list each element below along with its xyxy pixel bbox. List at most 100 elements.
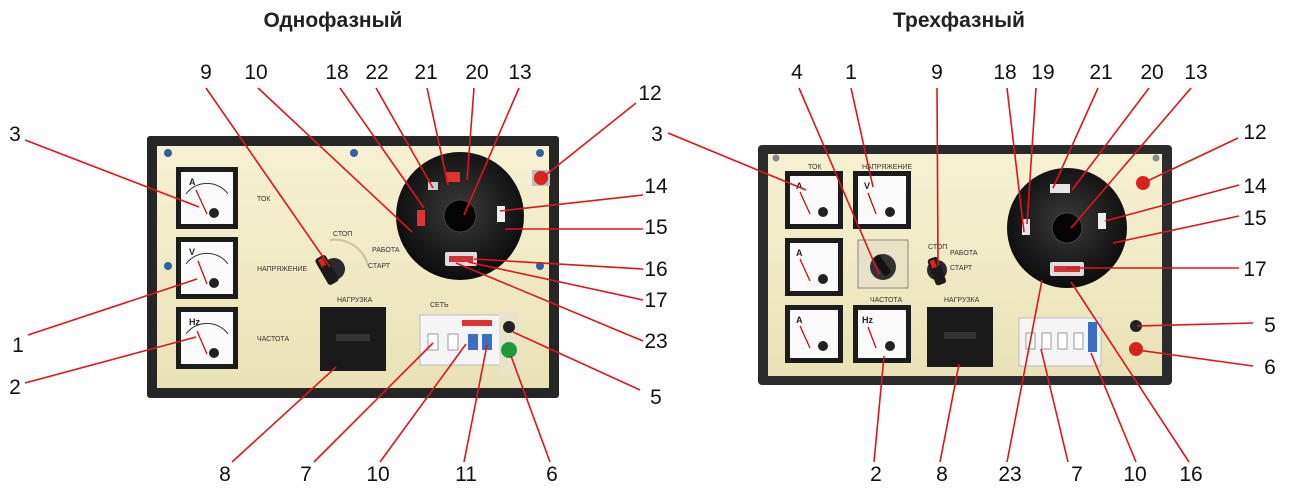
leader-line: [339, 87, 425, 209]
callout-number: 6: [546, 463, 558, 486]
leader-line: [1006, 87, 1025, 233]
meter-unit: Hz: [189, 317, 200, 327]
leader-line: [205, 87, 331, 268]
callout-number: 20: [1140, 61, 1163, 84]
leader-line: [231, 366, 337, 463]
callout-number: 20: [465, 61, 488, 84]
frequency-meter: Hz: [853, 305, 911, 363]
callout-number: 18: [993, 61, 1016, 84]
callout-number: 6: [1264, 356, 1276, 379]
ammeter: A: [785, 305, 843, 363]
label-load: НАГРУЗКА: [944, 297, 980, 304]
leader-line: [1070, 87, 1192, 229]
panel-single-phase: Однофазный A V: [147, 9, 559, 398]
voltmeter: V: [853, 171, 911, 229]
label-current: ТОК: [257, 196, 271, 203]
leader-line: [27, 278, 198, 336]
callout-number: 8: [219, 463, 231, 486]
callout-number: 4: [791, 61, 803, 84]
callout-numbers: 9 10 18 22 21 20 13 12 3 14 15 16 17 23 …: [9, 61, 1276, 486]
emergency-stop-button[interactable]: [534, 171, 548, 185]
phase-selector-switch[interactable]: [857, 239, 909, 289]
callout-number: 21: [414, 61, 437, 84]
leader-line: [1142, 137, 1239, 184]
meter-unit: A: [796, 248, 803, 258]
voltage-regulator-dial[interactable]: [1007, 168, 1127, 288]
callout-number: 15: [1243, 207, 1266, 230]
callout-number: 12: [1243, 121, 1266, 144]
mode-switch[interactable]: [927, 256, 947, 286]
callout-number: 2: [9, 376, 21, 399]
leader-line: [426, 87, 449, 186]
callout-number: 10: [366, 463, 389, 486]
frequency-meter: Hz: [176, 307, 238, 369]
callout-number: 14: [1243, 175, 1267, 198]
callout-number: 10: [244, 61, 267, 84]
screw-icon: [1152, 154, 1160, 162]
power-off-button[interactable]: [1130, 320, 1142, 332]
callout-number: 18: [325, 61, 348, 84]
leader-line: [850, 87, 874, 188]
callout-number: 14: [644, 175, 668, 198]
meter-unit: V: [189, 247, 195, 257]
leader-line: [541, 102, 637, 179]
leader-line: [379, 343, 467, 463]
callout-number: 13: [1184, 61, 1207, 84]
ammeter: A: [785, 171, 843, 229]
leader-line: [873, 355, 885, 463]
callout-number: 2: [870, 463, 882, 486]
leader-line: [467, 261, 644, 301]
leader-line: [455, 262, 644, 342]
meter-unit: A: [796, 181, 803, 191]
leader-line: [1026, 87, 1037, 225]
callout-number: 9: [931, 61, 943, 84]
screw-icon: [772, 154, 780, 162]
power-on-button[interactable]: [501, 342, 517, 358]
screw-icon: [350, 149, 358, 157]
callout-number: 17: [644, 289, 667, 312]
leader-line: [1040, 348, 1069, 463]
ammeter: A: [176, 167, 238, 229]
leader-line: [257, 87, 413, 233]
callout-number: 5: [650, 386, 662, 409]
callout-number: 16: [644, 258, 667, 281]
meter-unit: V: [864, 181, 870, 191]
label-work: РАБОТА: [950, 250, 978, 257]
label-work: РАБОТА: [372, 247, 400, 254]
leader-line: [1006, 279, 1043, 463]
label-voltage: НАПРЯЖЕНИЕ: [257, 266, 307, 273]
label-load: НАГРУЗКА: [337, 297, 373, 304]
leader-line: [1112, 215, 1240, 244]
callout-number: 13: [508, 61, 531, 84]
leader-line: [1052, 87, 1099, 189]
callout-number: 17: [1243, 258, 1266, 281]
callout-number: 9: [200, 61, 212, 84]
label-start: СТАРТ: [368, 263, 391, 270]
meter-unit: A: [189, 177, 196, 187]
leader-line: [375, 87, 434, 189]
screw-icon: [536, 149, 544, 157]
voltage-regulator-dial[interactable]: [396, 152, 524, 280]
leader-line: [499, 194, 644, 212]
leader-line: [463, 87, 520, 216]
leader-line: [24, 336, 197, 384]
power-off-button[interactable]: [503, 321, 515, 333]
label-current: ТОК: [808, 164, 822, 171]
power-on-button[interactable]: [1129, 342, 1143, 356]
callout-number: 10: [1123, 463, 1146, 486]
callout-number: 7: [1071, 463, 1083, 486]
callout-number: 23: [644, 330, 667, 353]
leader-line: [463, 344, 488, 463]
callout-number: 11: [455, 463, 477, 486]
meter-unit: Hz: [862, 315, 873, 325]
callout-number: 8: [936, 463, 948, 486]
label-stop: СТОП: [333, 231, 352, 238]
callout-number: 23: [998, 463, 1021, 486]
leader-line: [1136, 349, 1254, 367]
ammeter: A: [785, 238, 843, 296]
leader-line: [1090, 352, 1137, 463]
screw-icon: [164, 262, 172, 270]
leader-line: [1136, 322, 1254, 327]
callout-number: 16: [1179, 463, 1202, 486]
